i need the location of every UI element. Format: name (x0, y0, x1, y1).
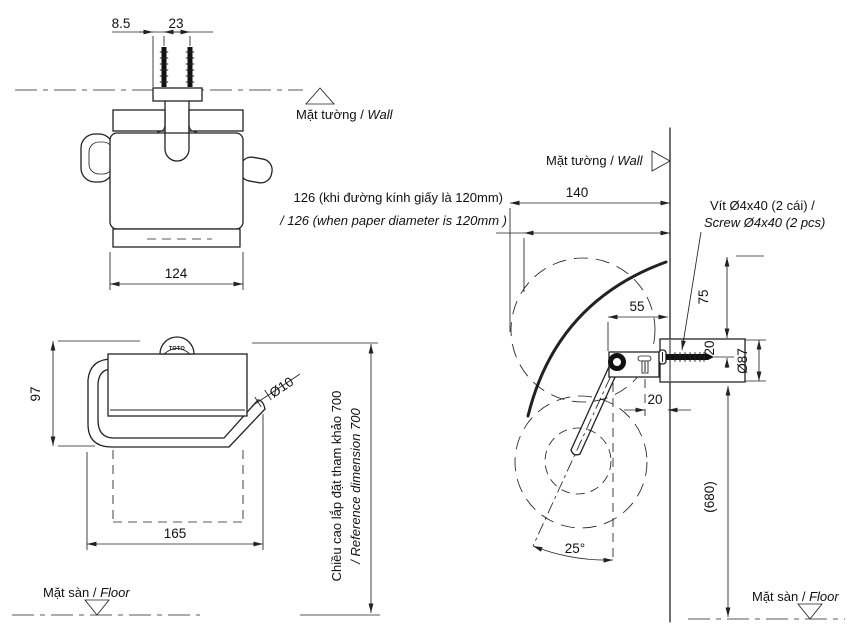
cover-body-lower (107, 353, 248, 417)
wall-datum-top: Mặt tường / Wall (15, 87, 394, 122)
wall-label-right: Mặt tường / Wall (546, 153, 644, 168)
dim-wall-clearance: 140 (566, 185, 589, 200)
screw-leader (681, 231, 702, 351)
floor-datum-right: Mặt sàn / Floor (688, 589, 845, 620)
neck-flare (156, 123, 198, 133)
dim-top-to-plate: 75 (696, 289, 711, 304)
swing-bar (570, 359, 622, 456)
floor-label-right: Mặt sàn / Floor (752, 589, 839, 604)
paper-note-en: / 126 (when paper diameter is 120mm ) (279, 213, 507, 228)
cover-flap-profile (526, 260, 668, 418)
bar-width-dimension (86, 414, 264, 550)
pivot-hinge (608, 353, 626, 371)
width-dimension (109, 252, 244, 290)
bar-wall-gap-dimension (624, 379, 691, 416)
screw-left (161, 47, 167, 87)
bar-diameter-callout (251, 373, 301, 408)
dim-plate-diameter: Ø87 (735, 348, 750, 374)
floor-datum-triangle-right (797, 603, 823, 620)
roll-bar-outer (87, 358, 266, 448)
screw-threads (159, 51, 195, 83)
screw-note-en: Screw Ø4x40 (2 pcs) (704, 215, 825, 230)
bracket-set-screw (637, 355, 652, 374)
knob (159, 336, 195, 355)
dim-holder-width: 124 (165, 266, 188, 281)
bar-hook-outer (80, 133, 114, 183)
holder-body-front (80, 100, 273, 248)
top-strip-right (188, 109, 244, 132)
clearance-dimensions (496, 200, 670, 332)
mounting-screws (159, 47, 195, 87)
floor-datum-left: Mặt sàn / Floor (12, 585, 200, 616)
paper-roll-up-position (510, 257, 656, 403)
bar-axis-centerline (532, 355, 621, 547)
dim-bar-width: 165 (164, 526, 187, 541)
dim-height-reference: (680) (702, 481, 717, 513)
cover-body (109, 132, 244, 230)
brand-logo: TOTO (169, 346, 186, 352)
pivot-depth-dimension (607, 314, 668, 351)
reference-height-dimension (252, 342, 380, 616)
screw-dimension (112, 29, 213, 87)
front-view-top: 8.5 23 124 (80, 16, 273, 290)
reference-height-label-en: / Reference dimension 700 (348, 408, 363, 565)
wall-datum-triangle-right (651, 150, 671, 172)
screw-note-vi: Vít Ø4x40 (2 cái) / (710, 198, 815, 213)
paper-core (544, 427, 612, 495)
screw-right (187, 47, 193, 87)
dim-screw-offset: 8.5 (112, 16, 131, 31)
bottom-plate (112, 228, 241, 248)
vertical-dimensions (714, 255, 766, 617)
paper-roll-down-position (514, 395, 648, 529)
knob-inner-arc (163, 348, 191, 355)
roll-bar-tip (257, 399, 266, 410)
top-strip-left (112, 109, 166, 132)
reference-height-label-vi: Chiều cao lắp đặt tham khảo 700 (329, 391, 344, 582)
mounting-plate (152, 87, 203, 102)
wall-label-top: Mặt tường / Wall (296, 107, 394, 122)
dim-bar-wall-gap: 20 (647, 392, 662, 407)
roll-bar-inner (97, 368, 259, 439)
dim-pivot-to-wall: 55 (629, 299, 644, 314)
front-view-bottom: TOTO 97 165 Ø10 Chiều cao lắp (28, 336, 380, 616)
height-dimension-97 (50, 340, 140, 447)
wall-screw (658, 349, 714, 365)
floor-label-left: Mặt sàn / Floor (43, 585, 130, 600)
floor-datum-triangle-left (84, 599, 110, 616)
wall-plate-section (659, 338, 746, 383)
swing-angle-arc (532, 545, 614, 563)
dim-bar-diameter: Ø10 (267, 374, 297, 401)
dim-holder-height: 97 (28, 386, 43, 401)
dim-swing-angle: 25° (565, 541, 585, 556)
paper-note-vi: 126 (khi đường kính giấy là 120mm) (294, 190, 503, 205)
paper-roll-hidden (112, 450, 244, 523)
hinge-notch (164, 132, 190, 162)
dim-screw-spacing: 23 (168, 16, 183, 31)
dim-plate-to-screw: 20 (702, 340, 717, 355)
wall-datum-triangle-top (305, 87, 335, 105)
side-view: Vít Ø4x40 (2 cái) / Screw Ø4x40 (2 pcs) … (279, 185, 825, 617)
